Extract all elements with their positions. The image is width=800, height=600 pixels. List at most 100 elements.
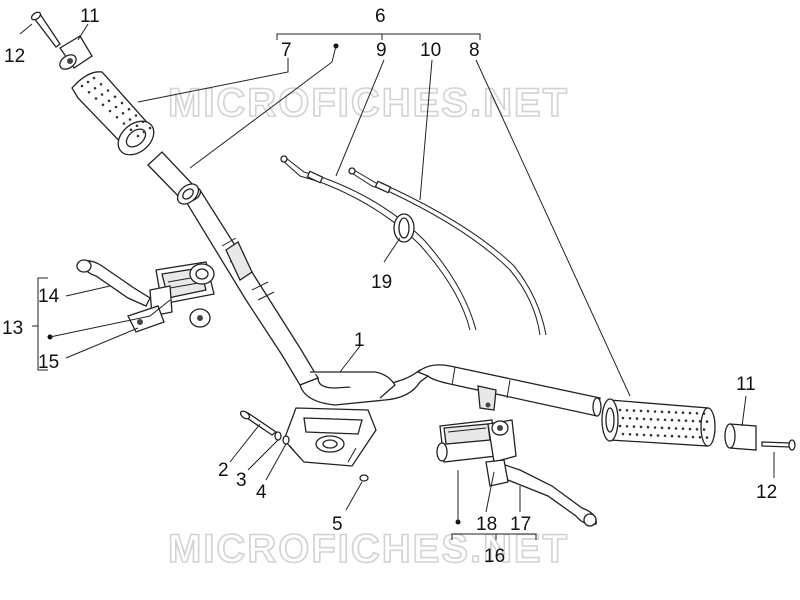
grip-texture-dot (108, 109, 112, 113)
callout-1: 1 (354, 330, 365, 351)
callout-labels: 6 7 9 10 8 11 12 19 1 14 13 15 2 3 4 5 1… (2, 6, 777, 567)
grip-texture-dot (87, 90, 91, 94)
grip-texture-dot (705, 420, 709, 423)
callout-10: 10 (420, 40, 441, 61)
grip-texture-dot (93, 86, 97, 90)
grip-texture-dot (107, 99, 111, 103)
grip-texture-dot (667, 426, 671, 430)
grip-texture-dot (639, 409, 643, 413)
grip-texture-dot (142, 130, 146, 134)
throttle-cables (280, 155, 547, 336)
grip-texture-dot (656, 418, 660, 421)
grip-texture-dot (663, 434, 667, 438)
grip-texture-dot (625, 425, 629, 428)
grip-texture-dot (129, 128, 133, 132)
leader-lines (19, 23, 775, 540)
grip-texture-dot (92, 76, 96, 80)
callout-8: 8 (469, 40, 480, 61)
grip-texture-dot (134, 114, 138, 117)
callout-15: 15 (38, 352, 59, 373)
callout-11-left: 11 (80, 6, 100, 27)
grip-texture-dot (663, 418, 667, 422)
grip-texture-dot (632, 409, 636, 412)
grip-texture-dot (148, 126, 152, 130)
grip-texture-dot (674, 411, 678, 414)
clamp-bolt (239, 410, 278, 436)
grip-texture-dot (688, 411, 692, 415)
grip-texture-dot (646, 425, 650, 429)
grip-texture-dot (628, 417, 632, 420)
handlebar-tube (184, 187, 602, 417)
grip-texture-dot (691, 419, 695, 423)
grip-texture-dot (114, 105, 118, 109)
callout-11-right: 11 (736, 374, 756, 395)
right-bar-end-weight (724, 423, 757, 451)
grip-texture-dot (681, 427, 685, 431)
left-bar-end-weight (59, 35, 93, 70)
grip-texture-dot (695, 428, 699, 431)
grip-texture-dot (677, 435, 681, 438)
grip-texture-dot (128, 118, 132, 121)
callout-13: 13 (2, 318, 23, 339)
grip-texture-dot (625, 409, 629, 412)
grip-texture-dot (113, 95, 117, 99)
grip-texture-dot (653, 426, 657, 429)
grip-texture-dot (621, 432, 625, 436)
right-master-cylinder (436, 419, 517, 463)
callout-17: 17 (510, 514, 531, 535)
callout-4: 4 (256, 482, 267, 503)
callout-12-right: 12 (756, 482, 777, 503)
grip-texture-dot (646, 409, 650, 413)
callout-3: 3 (236, 470, 247, 491)
grip-texture-dot (649, 417, 653, 421)
grip-texture-dot (122, 122, 126, 125)
watermark-top: MICROFICHES.NET (168, 81, 569, 125)
grip-texture-dot (99, 82, 103, 86)
grip-texture-dot (621, 416, 625, 420)
grip-texture-dot (642, 417, 646, 421)
left-master-cylinder (149, 261, 215, 328)
grip-texture-dot (115, 115, 119, 119)
right-bar-end-screw (761, 439, 796, 451)
grip-texture-dot (656, 434, 660, 437)
left-brake-lever (76, 259, 151, 307)
grip-texture-dot (135, 124, 139, 128)
grip-texture-dot (684, 435, 688, 439)
grip-texture-dot (677, 419, 681, 422)
grip-texture-dot (667, 410, 671, 414)
grip-texture-dot (660, 410, 664, 414)
handlebar-clip-right (477, 385, 497, 411)
grip-texture-dot (100, 93, 104, 96)
grip-texture-dot (670, 418, 674, 422)
grip-texture-dot (141, 120, 145, 124)
grip-texture-dot (684, 419, 688, 423)
grip-texture-dot (698, 420, 702, 423)
left-grip (71, 71, 155, 156)
right-brake-lever (485, 459, 597, 527)
grip-texture-dot (698, 436, 702, 439)
grip-texture-dot (688, 427, 692, 431)
callout-6: 6 (375, 6, 386, 27)
grip-texture-dot (80, 84, 84, 88)
grip-texture-dot (101, 103, 105, 107)
grip-texture-dot (670, 434, 674, 438)
grip-texture-dot (127, 107, 131, 111)
right-grip (601, 398, 716, 447)
grip-texture-dot (681, 411, 685, 415)
callout-14: 14 (38, 286, 60, 307)
grip-texture-dot (660, 426, 664, 430)
grip-texture-dot (618, 424, 622, 428)
grip-texture-dot (635, 433, 639, 436)
callout-7: 7 (281, 40, 292, 61)
handlebar-clip-left (225, 241, 253, 281)
grip-texture-dot (653, 410, 657, 413)
grip-texture-dot (674, 427, 678, 430)
grip-texture-dot (121, 111, 125, 115)
grip-texture-dot (94, 97, 98, 100)
left-bar-end-screw (30, 11, 61, 48)
grip-texture-dot (632, 425, 636, 428)
grip-texture-dot (702, 428, 706, 431)
grip-texture-dot (635, 417, 639, 420)
grip-texture-dot (695, 412, 699, 415)
